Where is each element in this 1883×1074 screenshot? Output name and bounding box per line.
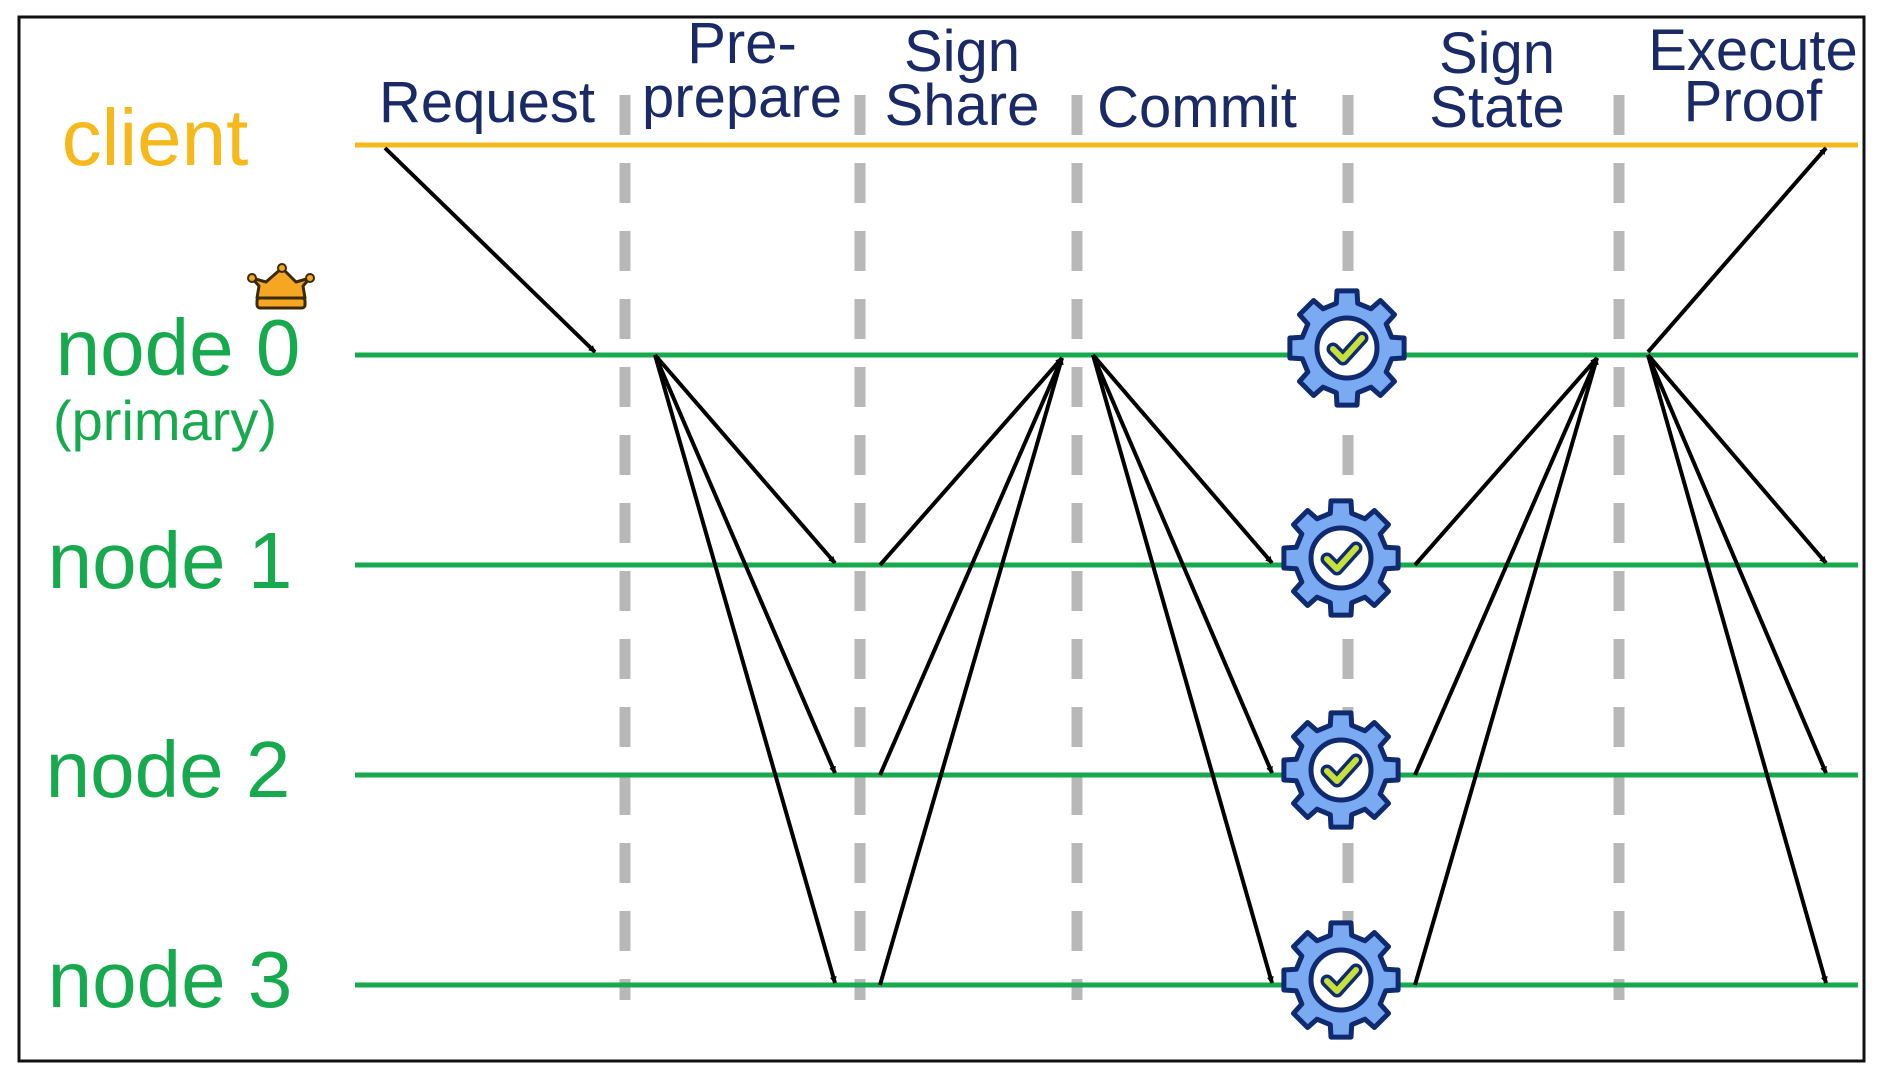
- gear-check-icon: [1281, 920, 1401, 1040]
- arrow-preprepare-node-3: [653, 354, 837, 984]
- arrow-execute-node-3: [1646, 354, 1828, 984]
- diagram-border: [17, 15, 1866, 1063]
- message-arrows: [383, 146, 1828, 986]
- gear-check-icon: [1287, 288, 1407, 408]
- arrow-signshare-node-3: [878, 357, 1064, 986]
- node-0-sublabel: (primary): [53, 389, 277, 452]
- arrow-preprepare-node-1: [653, 353, 837, 565]
- arrow-request: [383, 146, 597, 354]
- phase-label-commit: Commit: [1097, 75, 1297, 140]
- phase-label-request: Request: [379, 70, 595, 135]
- node-0-label: node 0: [56, 303, 301, 392]
- arrow-signstate-node-2: [1413, 357, 1599, 776]
- gear-check-icon: [1281, 710, 1401, 830]
- timeline-lanes: [355, 142, 1858, 988]
- arrow-execute-client: [1646, 146, 1828, 354]
- arrow-signstate-node-3: [1413, 357, 1599, 986]
- phase-dividers: [619, 95, 1625, 1000]
- gear-check-icon: [1281, 498, 1401, 618]
- arrow-signshare-node-1: [878, 356, 1064, 567]
- arrow-signstate-node-1: [1413, 356, 1599, 567]
- node-2-label: node 2: [46, 725, 291, 814]
- arrow-execute-node-1: [1646, 353, 1828, 565]
- arrow-execute-node-2: [1646, 354, 1828, 774]
- row-labels: client node 0(primary) node 1 node 2 node 3: [46, 93, 301, 1024]
- phase-label-pre-prepare: Pre-prepare: [642, 11, 842, 130]
- arrow-preprepare-node-2: [653, 354, 837, 774]
- arrow-commit-node-3: [1091, 354, 1274, 984]
- client-label: client: [62, 93, 249, 182]
- node-3-label: node 3: [48, 935, 293, 1024]
- crown-icon: [247, 263, 315, 310]
- arrow-commit-node-2: [1091, 354, 1274, 774]
- node-1-label: node 1: [48, 516, 293, 605]
- execution-gears: [1281, 288, 1407, 1040]
- arrow-commit-node-1: [1091, 353, 1274, 565]
- arrow-signshare-node-2: [878, 357, 1064, 776]
